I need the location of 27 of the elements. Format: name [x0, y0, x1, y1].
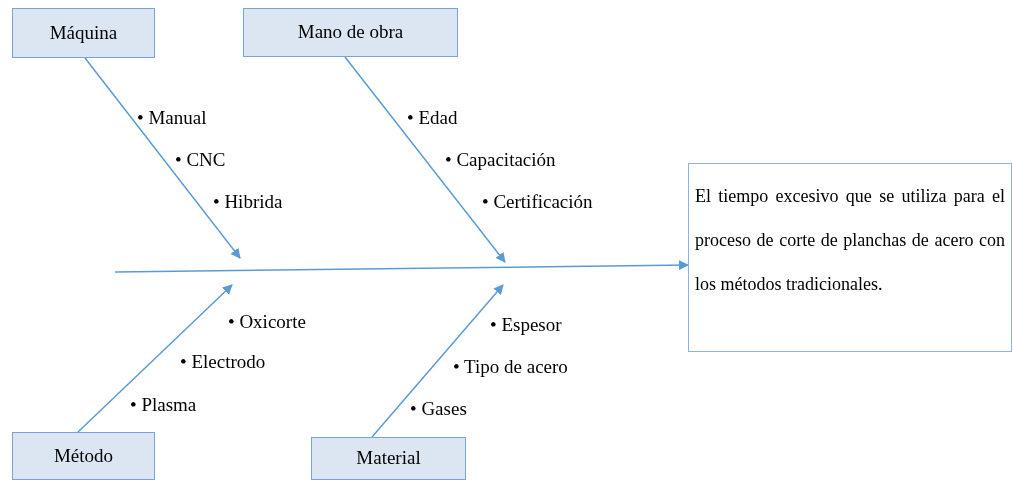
- effect-box: [688, 163, 1012, 352]
- bullet-item: • Manual: [137, 106, 207, 130]
- effect-text: El tiempo excesivo que se utiliza para el proceso de corte de planchas de acero con los métodos tradicionales.: [695, 185, 1005, 296]
- cause-box: [12, 8, 155, 58]
- bullet-item: • CNC: [175, 148, 226, 172]
- arrow: [371, 284, 504, 438]
- cause-box: [311, 437, 466, 480]
- bullet-item: • Hibrida: [213, 190, 283, 214]
- cause-label: Mano de obra: [297, 20, 404, 45]
- bullet-item: • Certificación: [482, 190, 593, 214]
- arrow: [77, 284, 233, 433]
- bullet-item: • Plasma: [130, 393, 197, 417]
- bullet-item: • Oxicorte: [228, 310, 306, 334]
- arrow: [344, 56, 506, 263]
- bullet-item: • Espesor: [490, 313, 562, 337]
- bullet-item: • Edad: [407, 106, 458, 130]
- cause-box: [12, 432, 155, 480]
- bullet-item: • Electrodo: [180, 350, 266, 374]
- bullet-item: • Gases: [410, 397, 467, 421]
- cause-label: Máquina: [49, 20, 118, 45]
- bullet-item: • Capacitación: [445, 148, 556, 172]
- arrow: [84, 57, 241, 259]
- cause-box: [243, 8, 458, 57]
- arrow: [114, 260, 689, 273]
- bullet-item: • Tipo de acero: [453, 355, 568, 379]
- cause-label: Método: [53, 443, 114, 468]
- cause-label: Material: [356, 446, 421, 471]
